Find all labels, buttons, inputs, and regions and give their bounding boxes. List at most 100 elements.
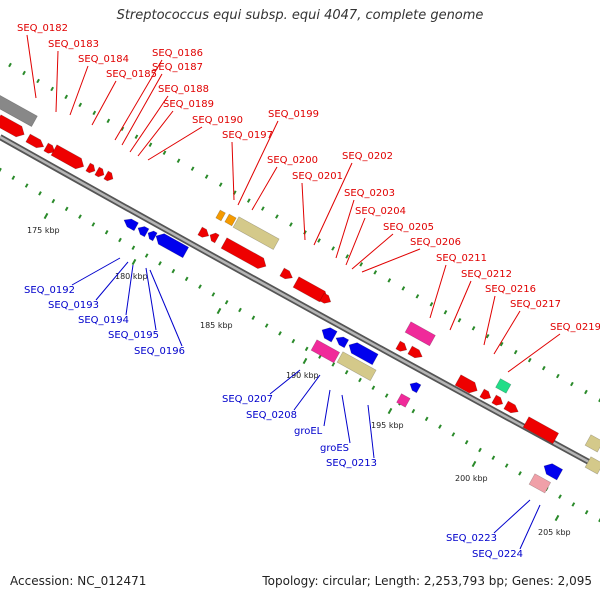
gene-label-forward: SEQ_0203: [344, 188, 395, 199]
gene-seq-0184: [43, 142, 56, 154]
leader-line: [345, 217, 366, 266]
inner-tick: [0, 167, 2, 173]
gene-label-forward: SEQ_0216: [485, 284, 536, 295]
outer-tick: [443, 310, 448, 315]
outer-tick: [218, 182, 223, 187]
inner-tick: [11, 175, 16, 181]
gene-groES: [336, 351, 377, 382]
gene-seq-0200: [220, 237, 267, 269]
leader-line: [69, 65, 89, 116]
gene-seq-0213: [409, 382, 422, 394]
outer-tick: [36, 78, 40, 84]
leader-line: [519, 504, 541, 550]
outer-tick: [134, 134, 139, 140]
leader-line: [251, 166, 278, 211]
gene-label-forward: SEQ_0211: [436, 253, 487, 264]
outer-tick: [499, 341, 504, 347]
major-tick: [302, 357, 308, 365]
leader-line: [147, 126, 203, 161]
leader-line: [55, 50, 59, 113]
leader-line: [301, 182, 306, 241]
inner-tick: [131, 245, 136, 251]
outer-tick: [8, 62, 12, 68]
gene-seq-0196: [155, 233, 190, 259]
leader-line: [429, 264, 447, 319]
inner-tick: [571, 502, 576, 507]
outer-tick: [373, 270, 378, 275]
outer-tick: [359, 262, 364, 267]
gene-label-forward: SEQ_0183: [48, 39, 99, 50]
gene-label-forward: SEQ_0188: [158, 84, 209, 95]
gene-orange-1: [215, 209, 226, 222]
gene-seq-0192: [123, 218, 139, 232]
backbone-line-highlight: [0, 135, 600, 470]
major-tick: [131, 258, 137, 266]
gene-seq-0185: [50, 144, 85, 170]
gene-label-reverse: SEQ_0195: [108, 330, 159, 341]
gene-seq-0208: [335, 336, 350, 349]
outer-tick: [485, 333, 490, 339]
leader-line: [91, 80, 117, 126]
gene-groEL: [348, 342, 379, 366]
outer-tick: [570, 381, 574, 387]
gene-label-reverse: SEQ_0207: [222, 394, 273, 405]
inner-tick: [144, 253, 149, 258]
gene-label-forward: SEQ_0217: [510, 299, 561, 310]
gene-seq-0224: [528, 473, 552, 494]
leader-line: [121, 73, 163, 146]
leader-line: [149, 269, 183, 347]
inner-tick: [358, 377, 362, 383]
inner-tick: [198, 284, 202, 289]
inner-tick: [304, 346, 309, 352]
inner-tick: [584, 509, 589, 515]
inner-tick: [331, 362, 336, 367]
leader-line: [313, 162, 353, 246]
inner-tick: [171, 268, 176, 274]
inner-tick: [184, 276, 189, 282]
inner-tick: [238, 307, 242, 313]
leader-line: [335, 199, 355, 259]
inner-tick: [38, 191, 42, 196]
leader-line: [145, 267, 157, 331]
leader-line: [493, 499, 531, 534]
gene-label-reverse: SEQ_0192: [24, 285, 75, 296]
outer-tick: [176, 158, 181, 163]
gene-label-forward: SEQ_0212: [461, 269, 512, 280]
gene-seq-0187: [94, 166, 105, 178]
gene-label-reverse: SEQ_0224: [472, 549, 523, 560]
gene-label-forward: SEQ_0219: [550, 322, 600, 333]
gene-seq-0194: [147, 230, 158, 242]
gene-label-reverse: SEQ_0193: [48, 300, 99, 311]
outer-tick: [415, 294, 420, 299]
gene-seq-0223: [543, 463, 564, 481]
leader-line: [341, 394, 351, 444]
outer-tick: [556, 373, 560, 379]
gene-label-forward: SEQ_0184: [78, 54, 129, 65]
major-tick: [43, 212, 49, 220]
gene-seq-0182: [0, 114, 25, 138]
gene-seq-0186: [85, 162, 96, 174]
outer-tick: [387, 278, 392, 283]
gene-label-forward: SEQ_0182: [17, 23, 68, 34]
outer-tick: [64, 94, 69, 100]
gene-label-reverse: SEQ_0194: [78, 315, 129, 326]
outer-tick: [246, 198, 251, 203]
inner-tick: [211, 292, 216, 297]
outer-tick: [289, 222, 293, 227]
leader-line: [323, 389, 331, 427]
leader-line: [231, 141, 235, 201]
inner-tick: [491, 455, 496, 461]
inner-tick: [91, 222, 96, 227]
inner-tick: [51, 198, 56, 204]
outer-tick: [513, 349, 518, 355]
leader-line: [237, 120, 279, 206]
leader-line: [129, 95, 169, 153]
accession-text: Accession: NC_012471: [10, 574, 147, 588]
tick-label: 205 kbp: [538, 528, 571, 537]
gene-khaki-edge-2: [584, 456, 600, 475]
outer-tick: [345, 254, 349, 259]
gene-green: [495, 378, 512, 394]
inner-tick: [64, 206, 69, 212]
gene-seq-0190: [197, 226, 210, 238]
